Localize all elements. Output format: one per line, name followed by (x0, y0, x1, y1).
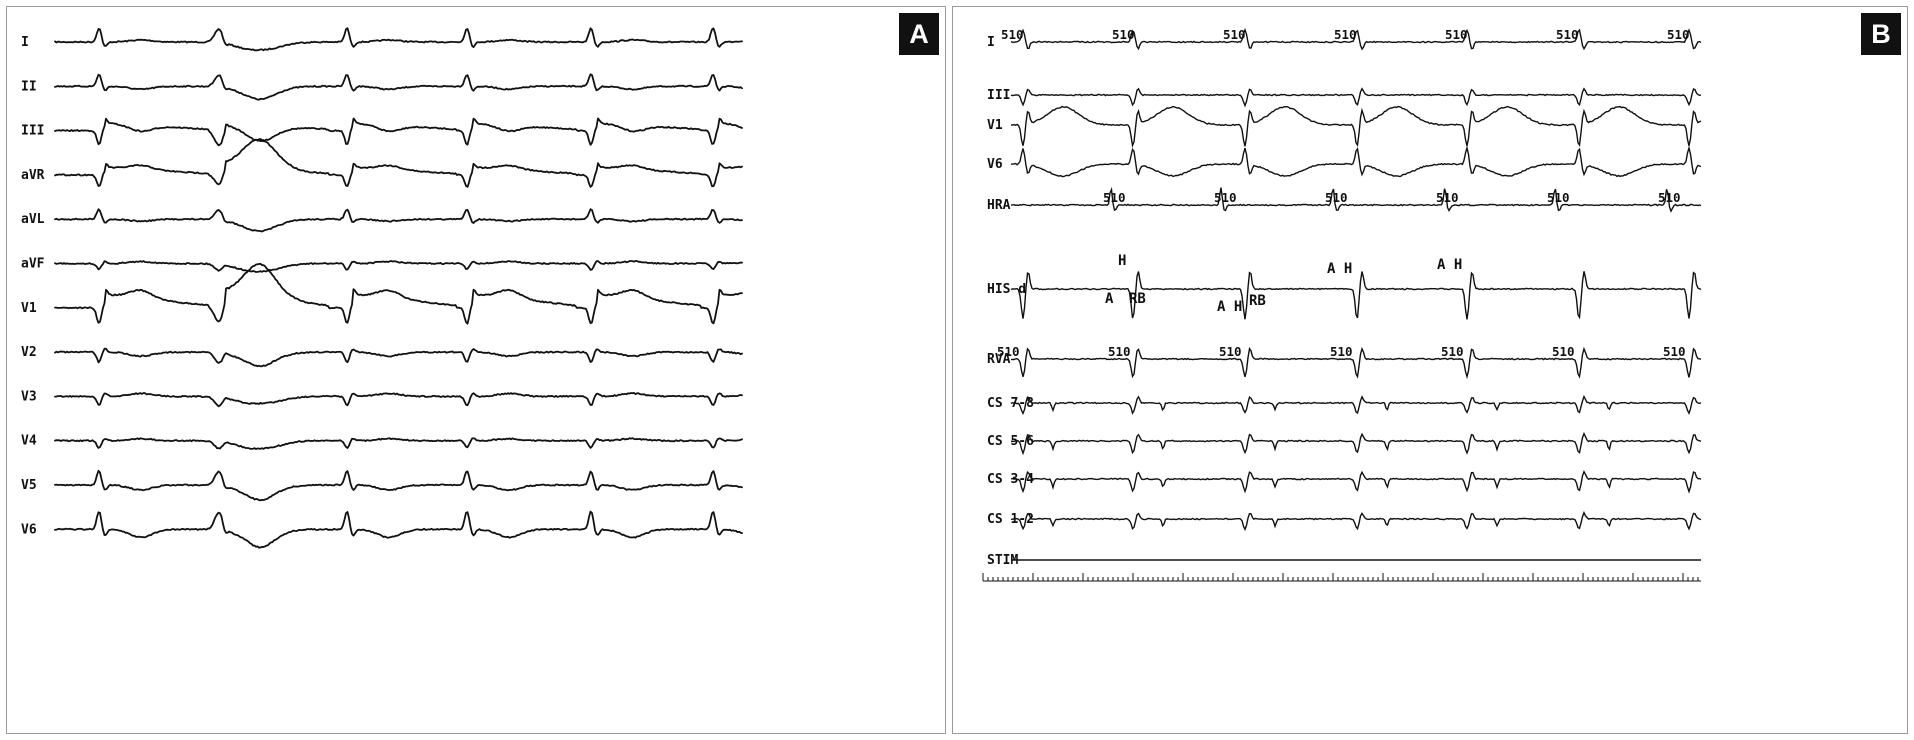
his-annotation-4: A H (1217, 299, 1242, 315)
stim-marker-i-6: 510 (1556, 27, 1579, 42)
lead-label-v6: V6 (21, 522, 37, 537)
lead-label-b-i: I (987, 35, 995, 50)
his-annotation-1: H (1118, 253, 1126, 269)
egm-trace-cs-7-8 (1010, 394, 1702, 416)
stim-marker-i-3: 510 (1223, 27, 1246, 42)
stim-marker-hra-4: 510 (1436, 190, 1459, 205)
his-annotation-5: RB (1249, 293, 1266, 309)
stim-marker-rva-5: 510 (1441, 344, 1464, 359)
lead-label-b-cs-7-8: CS 7-8 (987, 396, 1034, 411)
egm-trace-rva (1010, 346, 1702, 380)
egm-trace-his-d (1010, 271, 1702, 320)
ecg-trace-avr (54, 138, 743, 188)
stim-marker-i-7: 510 (1667, 27, 1690, 42)
lead-label-b-hra: HRA (987, 198, 1011, 213)
lead-label-b-cs-5-6: CS 5-6 (987, 434, 1034, 449)
ecg-trace-ii (54, 73, 743, 101)
ecg-trace-i (54, 27, 743, 52)
stim-marker-hra-3: 510 (1325, 190, 1348, 205)
his-annotation-2: A (1105, 291, 1114, 307)
his-annotation-3: RB (1129, 291, 1146, 307)
lead-label-b-stim: STIM (987, 553, 1018, 568)
ecg-trace-v5 (54, 469, 743, 502)
stim-marker-i-5: 510 (1445, 27, 1468, 42)
stim-marker-rva-3: 510 (1219, 344, 1242, 359)
stim-marker-rva-4: 510 (1330, 344, 1353, 359)
lead-label-b-his-d: HIS d (987, 282, 1026, 297)
egm-trace-hra (1010, 186, 1702, 213)
ecg-trace-v1 (54, 262, 743, 325)
stim-marker-rva-6: 510 (1552, 344, 1575, 359)
his-annotation-7: A H (1437, 257, 1462, 273)
ecg-trace-avf (54, 260, 743, 273)
ecg-trace-v4 (54, 437, 743, 450)
egm-trace-v1 (1010, 105, 1702, 149)
ecg-trace-iii (54, 117, 743, 147)
stim-marker-hra-2: 510 (1214, 190, 1237, 205)
lead-label-b-cs-1-2: CS 1-2 (987, 512, 1034, 527)
lead-label-v4: V4 (21, 434, 37, 449)
egm-trace-cs-1-2 (1010, 510, 1702, 532)
lead-label-iii: III (21, 124, 44, 139)
stim-marker-i-1: 510 (1001, 27, 1024, 42)
lead-label-v2: V2 (21, 345, 37, 360)
stim-marker-i-4: 510 (1334, 27, 1357, 42)
ecg-trace-v6 (54, 510, 743, 549)
stim-marker-hra-6: 510 (1658, 190, 1681, 205)
time-ruler (982, 573, 1701, 582)
egm-trace-cs-3-4 (1011, 470, 1702, 494)
lead-label-i: I (21, 35, 29, 50)
panel-b-letter: B (1861, 13, 1901, 55)
his-annotation-6: A H (1327, 261, 1352, 277)
stim-marker-rva-1: 510 (997, 344, 1020, 359)
lead-label-ii: II (21, 79, 37, 94)
lead-label-b-iii: III (987, 88, 1010, 103)
ecg-trace-avl (54, 208, 743, 233)
lead-label-b-rva: RVA (987, 352, 1011, 367)
stim-marker-hra-1: 510 (1103, 190, 1126, 205)
panel-a-letter: A (899, 13, 939, 55)
lead-label-b-v1: V1 (987, 118, 1003, 133)
lead-label-v1: V1 (21, 301, 37, 316)
lead-label-b-v6: V6 (987, 157, 1003, 172)
lead-label-v5: V5 (21, 478, 37, 493)
stim-marker-rva-2: 510 (1108, 344, 1131, 359)
lead-label-avf: aVF (21, 257, 45, 272)
egm-trace-v6 (1010, 145, 1702, 178)
egm-trace-i (1010, 27, 1702, 51)
egm-trace-iii (1010, 87, 1702, 108)
ecg-trace-v2 (54, 347, 743, 368)
ecg-trace-v3 (54, 392, 743, 408)
egm-trace-cs-5-6 (1010, 431, 1702, 456)
lead-label-avr: aVR (21, 168, 45, 183)
lead-label-v3: V3 (21, 389, 37, 404)
lead-label-avl: aVL (21, 212, 45, 227)
stim-marker-i-2: 510 (1112, 27, 1135, 42)
stim-marker-rva-7: 510 (1663, 344, 1686, 359)
lead-label-b-cs-3-4: CS 3-4 (987, 472, 1034, 487)
stim-marker-hra-5: 510 (1547, 190, 1570, 205)
